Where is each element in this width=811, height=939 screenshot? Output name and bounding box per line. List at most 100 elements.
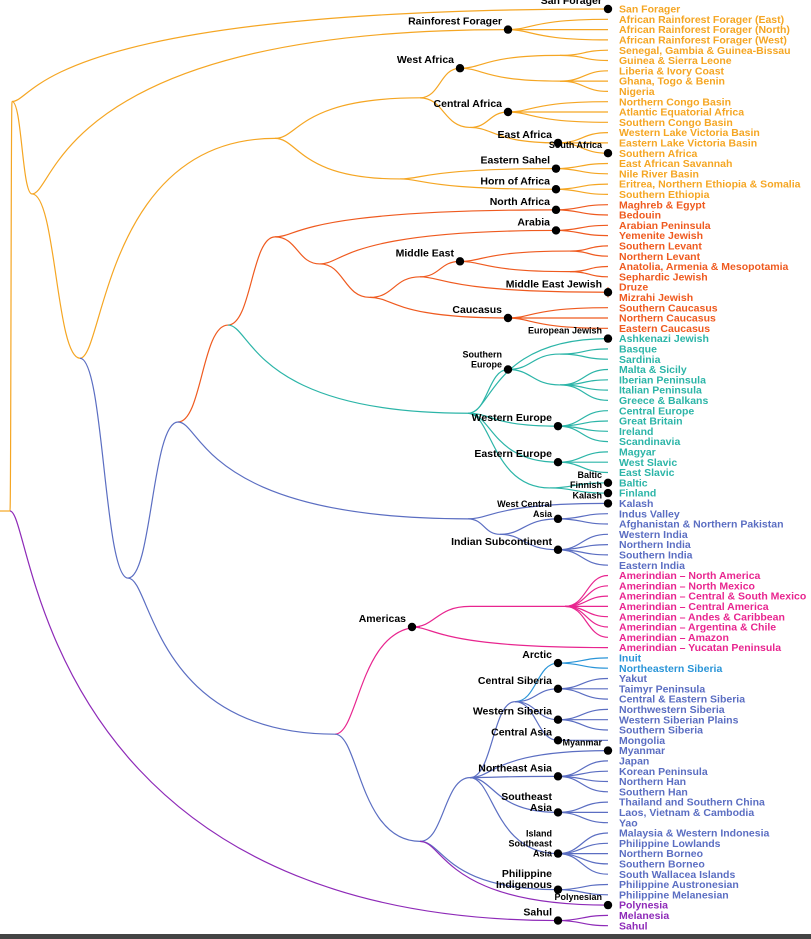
tree-branch [9, 100, 13, 512]
leaf-label: Druze [619, 282, 648, 294]
clade-label: West Africa [397, 54, 454, 66]
tree-branch [557, 708, 609, 721]
bottom-bar [0, 934, 811, 939]
tree-branch [555, 209, 609, 216]
leaf-label: Southern Han [619, 786, 688, 798]
clade-node-dot [603, 499, 613, 508]
leaf-label: Baltic [619, 477, 648, 489]
leaf-label: Scandinavia [619, 436, 680, 448]
clade-node-dot [503, 365, 513, 374]
clade-node-dot [553, 545, 563, 554]
tree-branch [274, 137, 401, 180]
clade-label: Southeast [508, 839, 552, 849]
clade-label: Caucasus [452, 304, 502, 316]
leaf-label: Amerindian – North Mexico [619, 580, 755, 592]
tree-branch [555, 204, 609, 211]
leaf-label: Amerindian – North America [619, 570, 761, 582]
leaf-label: Polynesia [619, 900, 668, 912]
tree-branch [557, 853, 609, 865]
tree-branch [559, 54, 609, 62]
leaf-label: East Slavic [619, 467, 675, 479]
tree-branch [507, 368, 561, 386]
tree-branch [459, 67, 561, 82]
leaf-label: Ghana, Togo & Benin [619, 76, 725, 88]
tree-branch [557, 549, 609, 566]
tree-branch [555, 162, 609, 170]
tree-branch [557, 544, 609, 551]
leaf-label: Philippine Melanesian [619, 889, 729, 901]
clade-label: Island [526, 829, 552, 839]
leaf-label: Finland [619, 488, 656, 500]
clade-node-dot [603, 334, 613, 343]
clade-nodes [407, 4, 613, 925]
leaf-label: Myanmar [619, 745, 665, 757]
clade-node-dot [553, 684, 563, 693]
tree-branch [79, 137, 276, 359]
tree-branch [469, 777, 559, 855]
leaf-label: Yemenite Jewish [619, 230, 703, 242]
clade-label: Myanmar [562, 738, 602, 748]
clade-node-dot [553, 772, 563, 781]
clade-node-dot [503, 107, 513, 117]
leaf-label: Northern Han [619, 776, 686, 788]
leaf-label: Southern Levant [619, 241, 702, 253]
tree-branch [507, 18, 609, 31]
clade-label: Horn of Africa [480, 175, 550, 187]
tree-branch [411, 626, 609, 649]
tree-branch [499, 518, 559, 535]
clade-label: Eastern Europe [474, 448, 552, 460]
leaf-label: Southern Ethiopia [619, 189, 710, 201]
clade-node-dot [553, 458, 563, 467]
tree-branch [419, 840, 609, 906]
tree-branch [569, 271, 609, 278]
tree-branch [557, 688, 609, 700]
clade-label: Middle East Jewish [506, 278, 602, 290]
clade-label: Kalash [572, 490, 602, 500]
tree-branch [369, 296, 509, 319]
tree-branch [419, 276, 609, 293]
leaf-label: Northern Levant [619, 251, 701, 263]
leaf-label: Philippine Austronesian [619, 879, 739, 891]
leaf-label: Nile River Basin [619, 168, 699, 180]
tree-branch [549, 487, 609, 494]
leaf-label: East African Savannah [619, 158, 732, 170]
clade-label: Polynesian [554, 892, 602, 902]
tree-branch [469, 777, 559, 813]
leaf-label: Mongolia [619, 735, 665, 747]
clade-node-dot [553, 808, 563, 817]
tree-branch [334, 626, 421, 735]
clade-node-dot [603, 149, 613, 158]
tree-branch [557, 889, 609, 896]
clade-node-dot [455, 257, 465, 266]
leaf-label: Northern Congo Basin [619, 96, 731, 108]
tree-branch [557, 853, 609, 875]
tree-branch [274, 236, 321, 265]
tree-branch [559, 49, 609, 56]
leaf-label: Philippine Lowlands [619, 838, 721, 850]
leaf-label: Basque [619, 344, 657, 356]
tree-branch [557, 425, 609, 443]
tree-branch [419, 260, 461, 278]
leaf-label: Sephardic Jewish [619, 271, 708, 283]
clade-node-dot [553, 138, 563, 148]
tree-branch [9, 510, 559, 922]
tree-branch [555, 168, 609, 175]
tree-branch [31, 29, 509, 195]
tree-branch [469, 111, 509, 129]
tree-branch [419, 97, 471, 129]
clade-label: Indigenous [496, 879, 552, 891]
leaf-label: Malaysia & Western Indonesia [619, 828, 770, 840]
tree-branch [319, 263, 371, 298]
clade-label: Europe [471, 360, 502, 370]
tree-branch [557, 811, 609, 824]
tree-branch [227, 236, 276, 326]
tree-branch [559, 379, 609, 386]
tree-branches [0, 8, 609, 927]
clade-label: Asia [533, 509, 553, 519]
leaf-label: Sardinia [619, 354, 661, 366]
leaf-label: Guinea & Sierra Leone [619, 55, 732, 67]
tree-branch [411, 605, 471, 628]
tree-branch [319, 229, 557, 265]
leaf-label: Central Europe [619, 405, 694, 417]
